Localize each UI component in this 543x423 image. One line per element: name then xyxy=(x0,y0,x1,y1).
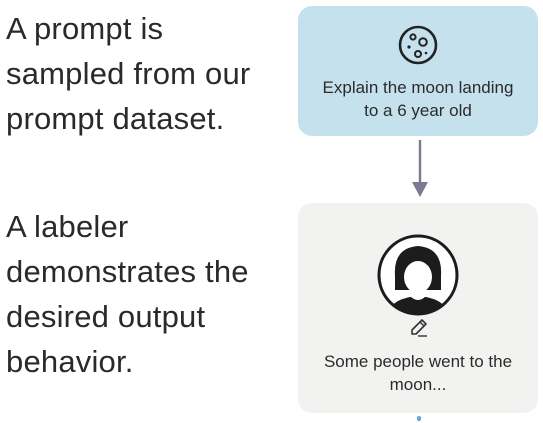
moon-icon xyxy=(398,25,438,65)
demonstration-card: Some people went to the moon... xyxy=(298,203,538,413)
prompt-card: Explain the moon landing to a 6 year old xyxy=(298,6,538,136)
step-1-description: A prompt is sampled from our prompt data… xyxy=(6,11,251,136)
prompt-text: Explain the moon landing to a 6 year old xyxy=(322,78,514,120)
down-arrow-icon xyxy=(412,140,428,197)
pencil-icon xyxy=(411,319,427,337)
labeler-avatar-icon xyxy=(377,234,459,316)
step-2-description: A labeler demonstrates the desired outpu… xyxy=(6,209,249,379)
demonstration-text: Some people went to the moon... xyxy=(323,352,513,394)
connector-stub xyxy=(417,416,421,421)
